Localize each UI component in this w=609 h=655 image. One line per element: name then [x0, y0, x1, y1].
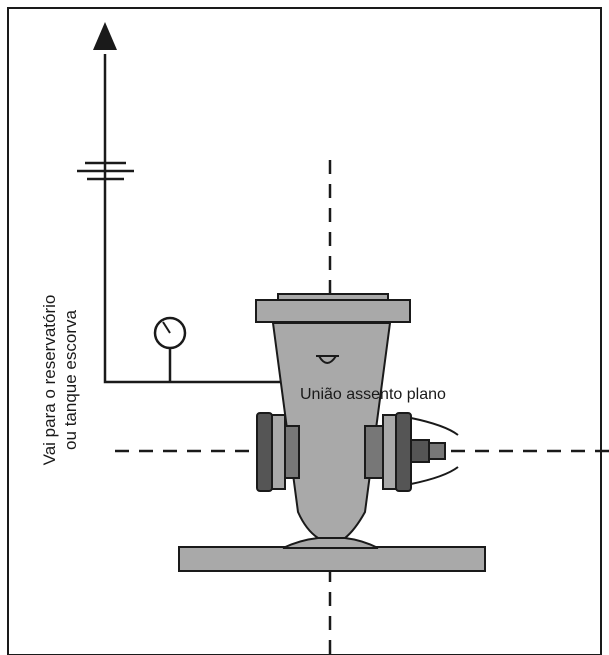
diagram-border: [7, 7, 602, 655]
pipe-label-line1: Vai para o reservatório: [40, 295, 59, 466]
foot-mount: [282, 537, 379, 549]
pipe-flange-icon: [77, 161, 134, 181]
water-level-icon: [316, 355, 339, 364]
pipe-label-line2: ou tanque escorva: [61, 310, 80, 450]
base-plate: [178, 546, 486, 572]
left-flange: [256, 412, 300, 492]
right-flange: [364, 412, 412, 492]
shaft-coupling: [410, 417, 459, 485]
union-label: União assento plano: [300, 386, 446, 403]
pump-head: [255, 299, 411, 323]
pump-body: [271, 322, 392, 539]
discharge-pipe: [77, 22, 285, 384]
up-arrow-icon: [93, 22, 117, 50]
pressure-gauge-icon: [153, 316, 187, 382]
